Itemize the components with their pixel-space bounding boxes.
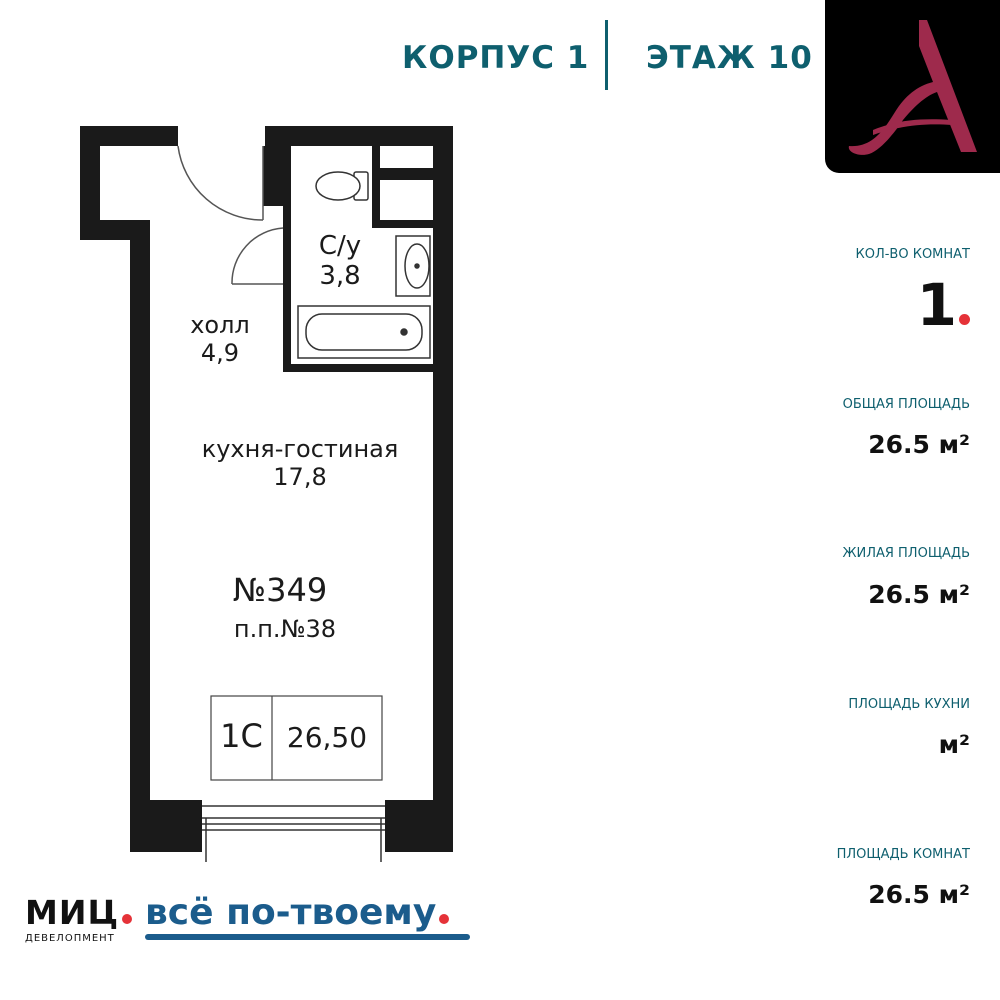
sink-icon [395, 235, 431, 297]
living-label: кухня-гостиная 17,8 [170, 435, 430, 491]
bathroom-area: 3,8 [319, 260, 361, 291]
slogan: всё по-твоему [145, 892, 450, 933]
apartment-total-area: 26,50 [286, 721, 368, 754]
slogan-text: всё по-твоему [145, 892, 437, 933]
entry-door-swing [177, 145, 264, 221]
bathtub-icon [297, 305, 431, 359]
company-logo: МИЦ [25, 893, 133, 932]
letter-a-logo-icon [848, 20, 977, 155]
total-area-value: 26.5 м² [868, 430, 970, 459]
living-area-label: ЖИЛАЯ ПЛОЩАДЬ [842, 546, 970, 561]
company-subtitle: ДЕВЕЛОПМЕНТ [25, 933, 115, 944]
bathroom-door-swing [231, 227, 284, 285]
accent-dot [959, 314, 970, 325]
floor-label: ЭТАЖ 10 [646, 40, 813, 76]
accent-dot [122, 914, 133, 924]
apartment-type-box [210, 695, 383, 781]
apartment-number: №349 [232, 571, 328, 609]
living-area: 17,8 [273, 462, 327, 491]
building-label: КОРПУС 1 [402, 40, 590, 76]
window [202, 805, 385, 862]
hall-area: 4,9 [200, 338, 240, 367]
rooms-count-number: 1 [916, 271, 957, 339]
apartment-pp-number: п.п.№38 [233, 615, 337, 643]
room-area-label: ПЛОЩАДЬ КОМНАТ [836, 847, 970, 862]
walls [80, 126, 453, 852]
slogan-underline [145, 934, 470, 940]
kitchen-area-label: ПЛОЩАДЬ КУХНИ [848, 697, 970, 712]
header-divider [605, 20, 608, 90]
kitchen-area-value: м² [938, 730, 970, 759]
company-name: МИЦ [25, 893, 120, 932]
living-area-value: 26.5 м² [868, 580, 970, 609]
rooms-count-value: 1 [917, 276, 970, 334]
accent-dot [439, 914, 450, 924]
toilet-icon [315, 171, 369, 201]
apartment-type: 1С [220, 717, 263, 755]
hall-name: холл [190, 311, 250, 339]
bathroom-label: С/у 3,8 [300, 231, 380, 292]
rooms-count-label: КОЛ-ВО КОМНАТ [855, 247, 971, 262]
hall-label: холл 4,9 [170, 311, 270, 367]
living-name: кухня-гостиная [201, 435, 399, 463]
bathroom-name: С/у [318, 231, 362, 261]
total-area-label: ОБЩАЯ ПЛОЩАДЬ [842, 397, 970, 412]
brand-logo [825, 0, 1000, 173]
room-area-value: 26.5 м² [868, 880, 970, 909]
